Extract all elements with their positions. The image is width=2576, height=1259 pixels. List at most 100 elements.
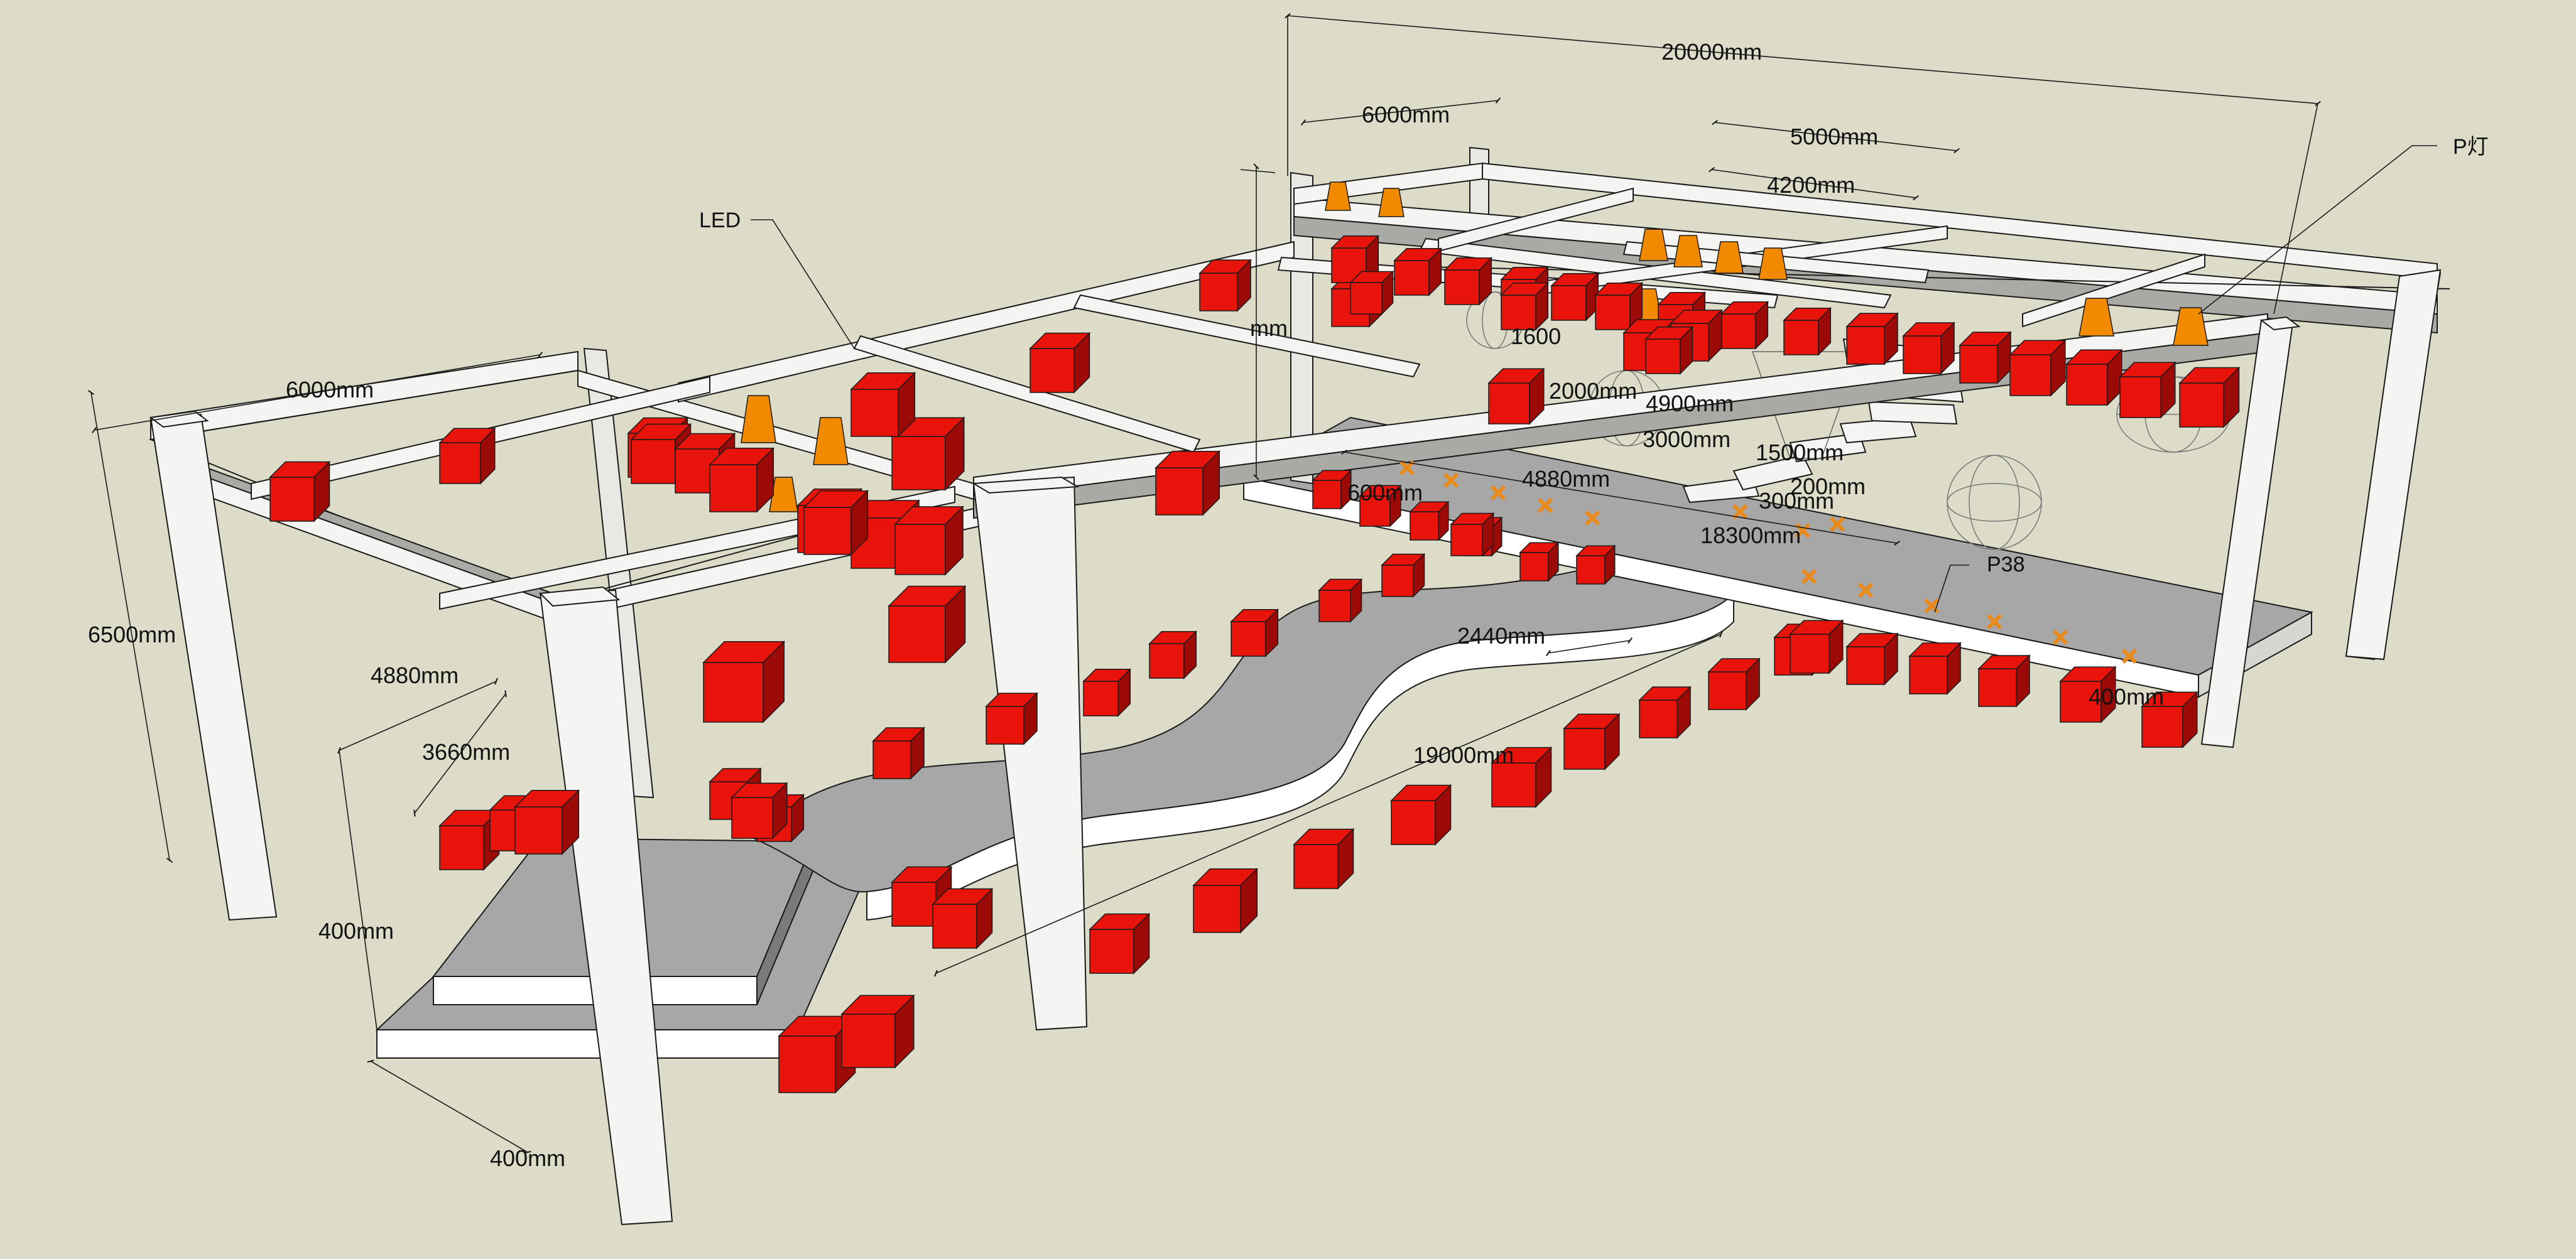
floor-cross-light-icon	[1986, 613, 2003, 630]
red-led-box-icon	[731, 782, 788, 840]
red-led-box-icon	[1330, 234, 1380, 284]
floor-cross-light-icon	[2052, 629, 2068, 646]
red-led-box-icon	[1349, 270, 1394, 315]
dim-right-step: 400mm	[2089, 684, 2164, 710]
dim-step-h1: 400mm	[318, 918, 394, 944]
dim-stair-t: 1500mm	[1756, 440, 1844, 465]
orange-par-lamp-icon	[1639, 229, 1668, 261]
red-led-box-icon	[709, 446, 775, 513]
p38-callout: P38	[1987, 553, 2025, 576]
dim-stair-w: 2000mm	[1549, 378, 1637, 404]
red-led-box-icon	[1198, 259, 1252, 312]
dim-left-depth-b: 3660mm	[422, 739, 510, 765]
red-led-box-icon	[1638, 686, 1692, 739]
red-led-box-icon	[1959, 331, 2012, 384]
red-led-box-icon	[1318, 578, 1363, 623]
red-led-box-icon	[1192, 867, 1259, 934]
red-led-box-icon	[1409, 500, 1450, 541]
red-led-box-icon	[2009, 339, 2067, 397]
dim-partial: mm	[1250, 315, 1288, 341]
red-led-box-icon	[1082, 667, 1132, 717]
dim-truss-span-a: 5000mm	[1790, 124, 1878, 149]
red-led-box-icon	[269, 460, 331, 522]
red-led-box-icon	[2059, 666, 2117, 723]
orange-par-lamp-icon	[1673, 235, 1703, 267]
red-led-box-icon	[2141, 691, 2198, 748]
dim-catwalk-gap: 600mm	[1347, 480, 1423, 505]
red-led-box-icon	[803, 489, 869, 556]
dim-stair-s2: 300mm	[1759, 488, 1834, 514]
callout-labels: LED P灯 P38	[699, 135, 2489, 576]
dimension-lines	[87, 13, 2321, 1154]
red-led-box-icon	[1293, 828, 1355, 890]
red-led-box-icon	[2065, 349, 2123, 406]
red-led-box-icon	[932, 887, 994, 949]
orange-par-lamp-icon	[1758, 247, 1788, 280]
orange-par-lamp-icon	[1714, 241, 1744, 274]
floor-cross-light-icon	[1801, 568, 1817, 585]
red-led-box-icon	[1450, 512, 1495, 557]
red-led-box-icon	[1519, 541, 1560, 582]
wire-sphere-light-icon	[1947, 455, 2042, 550]
dim-catwalk-depth: 4880mm	[1522, 466, 1610, 492]
red-led-box-icon	[1230, 608, 1280, 657]
red-led-box-icon	[514, 789, 580, 855]
red-led-box-icon	[1089, 912, 1151, 975]
dim-floor-length: 19000mm	[1413, 742, 1514, 768]
red-led-box-icon	[1845, 632, 1899, 686]
red-led-box-icon	[1644, 325, 1694, 375]
red-led-box-icon	[1977, 654, 2031, 708]
floor-cross-light-icon	[2121, 648, 2138, 664]
dim-stair-s1: 200mm	[1790, 473, 1866, 499]
red-led-box-icon	[1594, 281, 1644, 331]
red-led-box-icon	[1390, 784, 1452, 846]
red-led-box-icon	[1789, 619, 1844, 674]
red-led-box-icon	[1393, 247, 1443, 296]
red-led-box-icon	[1720, 300, 1769, 350]
callout-leaders	[751, 145, 2437, 613]
dim-stair-r: 3000mm	[1643, 426, 1731, 452]
red-led-box-icon	[1783, 306, 1832, 356]
dim-step-h2: 400mm	[490, 1145, 565, 1171]
floor-cross-light-icon	[1857, 582, 1874, 598]
p-light-callout: P灯	[2453, 135, 2489, 159]
dim-left-bay: 6000mm	[286, 377, 374, 403]
dim-stair-h1: 1600	[1511, 323, 1561, 349]
dim-catwalk-length: 18300mm	[1700, 522, 1801, 548]
red-led-box-icon	[850, 371, 916, 438]
dim-height: 6500mm	[88, 622, 176, 647]
red-led-box-icon	[1443, 256, 1493, 306]
orange-par-lamp-icon	[1378, 188, 1405, 217]
red-led-box-icon	[1575, 544, 1616, 585]
floor-platforms	[375, 416, 2313, 1059]
red-led-box-icon	[1902, 322, 1955, 375]
red-led-box-icon	[985, 692, 1038, 745]
red-led-box-icon	[1312, 469, 1352, 510]
led-callout: LED	[699, 208, 741, 232]
red-led-box-icon	[872, 727, 925, 780]
orange-par-lamp-icon	[2173, 307, 2209, 346]
red-led-box-icon	[1029, 332, 1091, 394]
dim-overall-width: 20000mm	[1661, 39, 1762, 65]
orange-par-lamp-icon	[2079, 298, 2114, 337]
red-led-box-icon	[888, 585, 967, 664]
front-post	[972, 476, 1088, 1031]
left-lower-step-face	[376, 1029, 798, 1059]
dim-stair-d: 4900mm	[1646, 391, 1734, 416]
red-led-box-icon	[1845, 312, 1899, 365]
dim-runway-width: 2440mm	[1457, 623, 1545, 649]
orange-par-lamp-icon	[741, 395, 776, 443]
front-post	[2345, 269, 2442, 661]
dim-truss-span-b: 4200mm	[1767, 172, 1855, 198]
red-led-box-icon	[1155, 450, 1221, 516]
dim-back-bay: 6000mm	[1362, 102, 1450, 127]
red-led-box-icon	[1908, 642, 1962, 695]
dim-left-depth-a: 4880mm	[371, 662, 459, 688]
orange-par-lamp-icon	[813, 417, 849, 465]
red-led-box-icon	[894, 505, 964, 576]
red-led-box-icon	[840, 994, 915, 1069]
orange-par-lamp-icon	[1325, 181, 1351, 211]
red-led-box-icon	[1707, 657, 1761, 711]
red-led-box-icon	[1500, 281, 1550, 331]
